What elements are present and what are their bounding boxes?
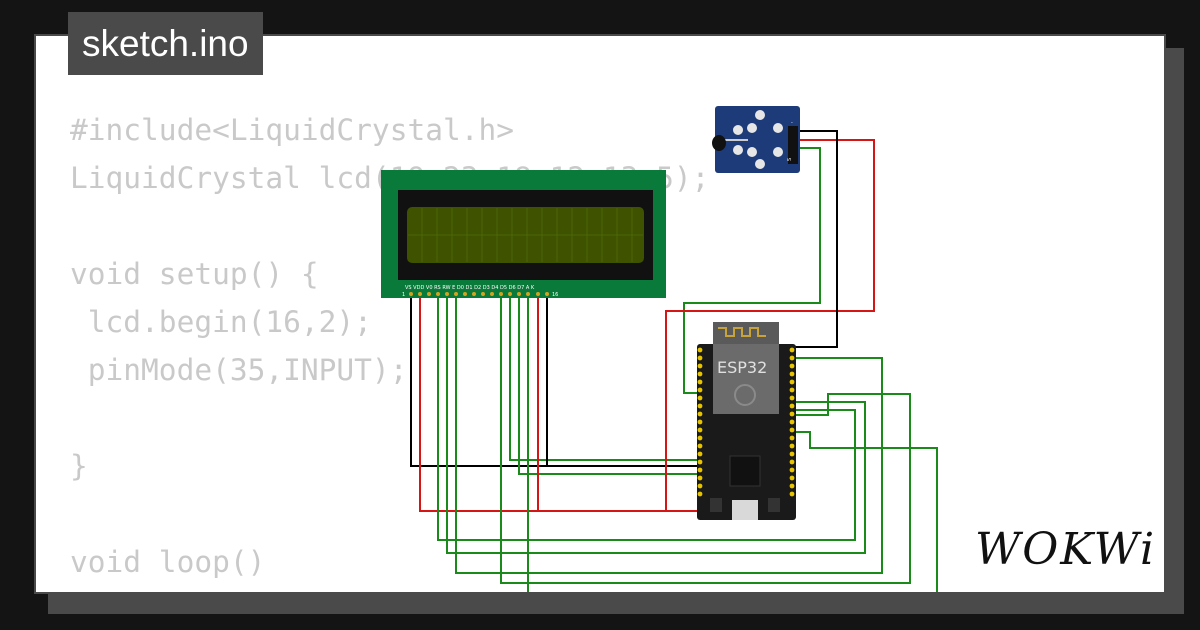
thermistor-icon bbox=[712, 135, 726, 151]
wire-sensor-vcc bbox=[665, 139, 875, 512]
lcd-pin-first: 1 bbox=[402, 292, 405, 298]
code-line-5: lcd.begin(16,2); bbox=[70, 305, 372, 339]
usb-port bbox=[732, 500, 758, 520]
code-line-10: void loop() bbox=[70, 545, 266, 579]
code-line-8: } bbox=[70, 449, 88, 483]
wire-extra-1 bbox=[446, 292, 866, 554]
sensor-pin-signal: S bbox=[787, 158, 793, 161]
lcd-pin-labels: VS VDD V0 RS RW E D0 D1 D2 D3 D4 D5 D6 D… bbox=[405, 285, 535, 291]
wire-extra-2 bbox=[795, 431, 938, 592]
wire-sensor-gnd bbox=[795, 130, 838, 348]
file-tab[interactable]: sketch.ino bbox=[68, 12, 263, 75]
wire-lcd-d4 bbox=[500, 292, 911, 584]
en-button[interactable] bbox=[768, 498, 780, 512]
wire-lcd-d5 bbox=[509, 292, 700, 461]
esp32-board[interactable]: ESP32 bbox=[697, 322, 796, 520]
wire-lcd-rs bbox=[437, 292, 856, 541]
wokwi-logo: WOKWi bbox=[975, 524, 1157, 575]
wire-lcd-e bbox=[455, 292, 883, 574]
lcd-module[interactable]: VS VDD V0 RS RW E D0 D1 D2 D3 D4 D5 D6 D… bbox=[381, 170, 666, 298]
wire-lcd-vss bbox=[410, 292, 700, 467]
code-line-6: pinMode(35,INPUT); bbox=[70, 353, 408, 387]
code-line-4: void setup() { bbox=[70, 257, 319, 291]
wire-sensor-signal bbox=[683, 147, 821, 394]
wire-lcd-d6 bbox=[518, 292, 700, 475]
temperature-sensor-module[interactable]: S - bbox=[712, 106, 800, 173]
sensor-pin-minus: - bbox=[791, 120, 793, 126]
lcd-pin-last: 16 bbox=[552, 292, 558, 298]
espressif-logo-icon bbox=[734, 384, 756, 406]
wire-lcd-vdd bbox=[419, 292, 700, 512]
boot-button[interactable] bbox=[710, 498, 722, 512]
esp32-label: ESP32 bbox=[717, 358, 767, 377]
code-line-1: #include<LiquidCrystal.h> bbox=[70, 113, 515, 147]
